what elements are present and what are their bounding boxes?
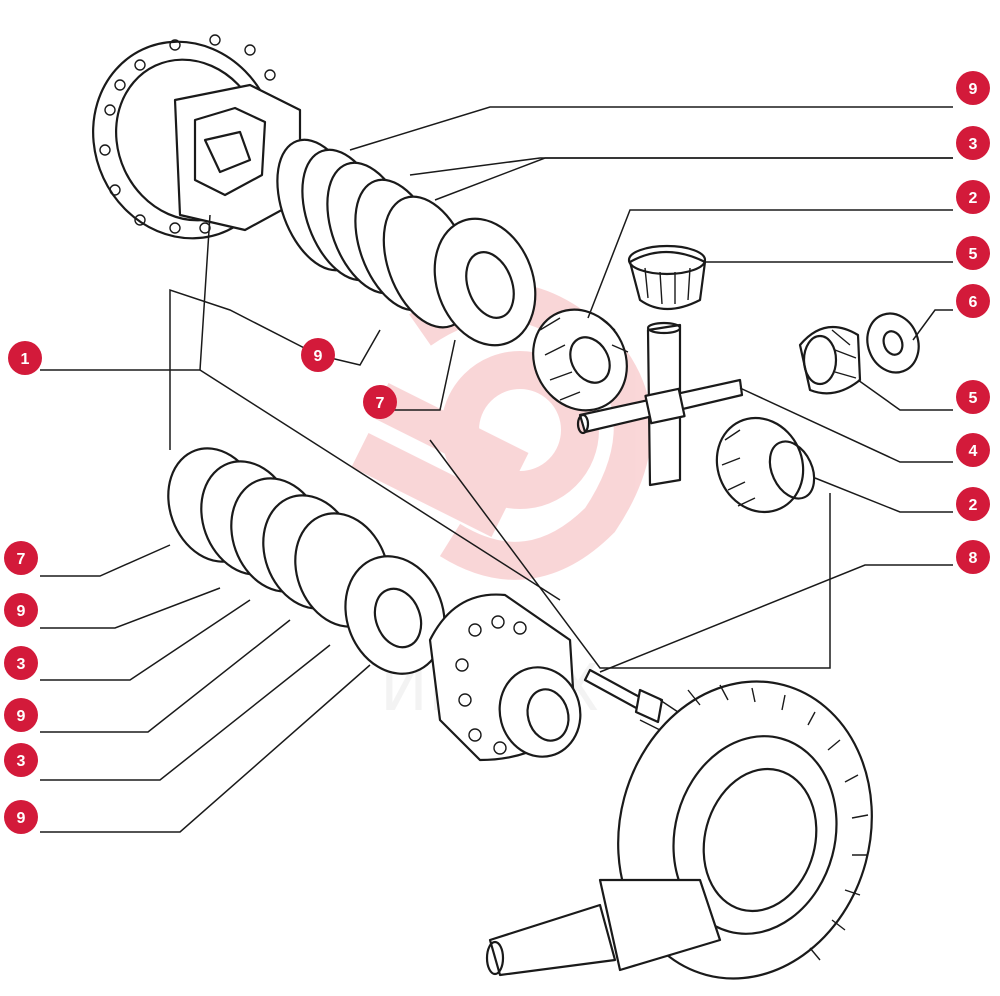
callout-badge-circle xyxy=(956,540,990,574)
callout-c-8: 8 xyxy=(956,540,990,574)
callout-badge-circle xyxy=(4,646,38,680)
callout-c-7-a: 7 xyxy=(363,385,397,419)
callout-number: 8 xyxy=(969,550,978,567)
callout-c-5-a: 5 xyxy=(956,236,990,270)
callout-number: 9 xyxy=(969,81,978,98)
callout-badge-circle xyxy=(4,800,38,834)
callout-number: 2 xyxy=(969,497,978,514)
friction-disc-pack-upper xyxy=(276,138,537,347)
callout-number: 3 xyxy=(17,753,26,770)
callout-c-4: 4 xyxy=(956,433,990,467)
callout-number: 7 xyxy=(17,551,26,568)
callout-badge-circle xyxy=(956,433,990,467)
callout-number: 6 xyxy=(969,294,978,311)
callout-c-1: 1 xyxy=(8,341,42,375)
callout-badge-circle xyxy=(956,126,990,160)
callout-number: 5 xyxy=(969,390,978,407)
callout-c-6: 6 xyxy=(956,284,990,318)
callout-c-9-c: 9 xyxy=(4,593,38,627)
callout-number: 9 xyxy=(17,603,26,620)
flange-holes xyxy=(99,34,276,234)
callout-number: 7 xyxy=(376,395,385,412)
planet-pinion-right xyxy=(798,325,862,395)
side-gear-lower xyxy=(715,416,816,514)
callout-badge-circle xyxy=(4,541,38,575)
callout-number: 3 xyxy=(17,656,26,673)
ring-gear-teeth xyxy=(639,684,869,961)
callout-number: 9 xyxy=(17,810,26,827)
cross-spider xyxy=(576,321,744,487)
callout-number: 9 xyxy=(17,708,26,725)
callout-number: 9 xyxy=(314,348,323,365)
callout-badge-circle xyxy=(4,743,38,777)
callout-badge-circle xyxy=(956,380,990,414)
planet-pinion xyxy=(627,244,707,310)
side-gear-upper xyxy=(532,308,629,412)
callout-c-9-a: 9 xyxy=(956,71,990,105)
callout-c-3-a: 3 xyxy=(956,126,990,160)
callout-badge-circle xyxy=(956,71,990,105)
callout-c-7-b: 7 xyxy=(4,541,38,575)
callout-number: 5 xyxy=(969,246,978,263)
callout-number: 3 xyxy=(969,136,978,153)
callout-number: 1 xyxy=(21,351,30,368)
differential-housing-right xyxy=(428,593,582,762)
ring-gear-and-pinion xyxy=(485,680,873,980)
callout-badge-circle xyxy=(956,236,990,270)
callout-badge-circle xyxy=(956,284,990,318)
callout-c-9-b: 9 xyxy=(301,338,335,372)
callout-badge-circle xyxy=(956,180,990,214)
callout-badge-circle xyxy=(4,593,38,627)
callout-c-9-e: 9 xyxy=(4,800,38,834)
callout-c-5-b: 5 xyxy=(956,380,990,414)
callouts: 9 3 2 5 6 5 4 2 8 1 9 7 7 9 3 9 3 9 xyxy=(4,71,990,834)
housing-bolt-holes xyxy=(455,615,527,755)
callout-number: 2 xyxy=(969,190,978,207)
callout-badge-circle xyxy=(956,487,990,521)
leader-lines xyxy=(40,106,953,833)
callout-number: 4 xyxy=(969,443,978,460)
callout-c-2-a: 2 xyxy=(956,180,990,214)
callout-badge-circle xyxy=(363,385,397,419)
callout-c-3-c: 3 xyxy=(4,743,38,777)
callout-badge-circle xyxy=(301,338,335,372)
callout-c-3-b: 3 xyxy=(4,646,38,680)
callout-c-9-d: 9 xyxy=(4,698,38,732)
callout-badge-circle xyxy=(8,341,42,375)
bolt xyxy=(583,668,664,724)
differential-housing-left xyxy=(92,34,302,240)
thrust-washer xyxy=(866,312,920,374)
friction-disc-pack-lower xyxy=(167,447,446,675)
callout-badge-circle xyxy=(4,698,38,732)
callout-c-2-b: 2 xyxy=(956,487,990,521)
